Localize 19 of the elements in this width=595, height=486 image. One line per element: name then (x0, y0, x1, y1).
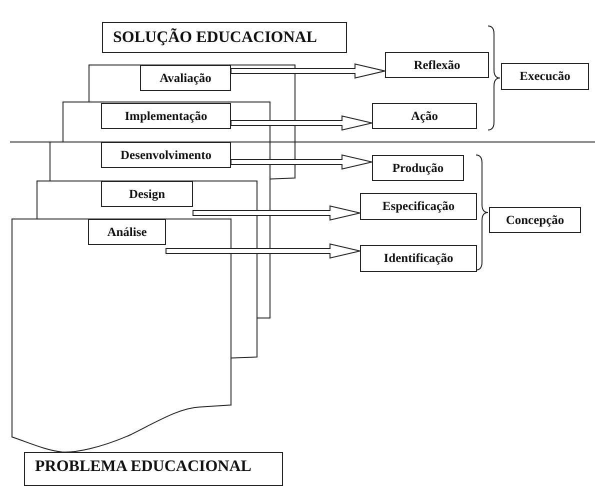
block-arrow (230, 115, 372, 131)
block-arrow (166, 243, 360, 259)
label-box: Desenvolvimento (101, 142, 231, 168)
label-box: Produção (372, 155, 464, 181)
label-box: Especificação (360, 193, 477, 220)
label-box: Design (101, 181, 193, 207)
label-box: Identificação (360, 245, 477, 272)
block-arrow (230, 154, 372, 170)
label-box: Execucão (501, 63, 589, 90)
label-box: Implementação (101, 103, 231, 129)
label-box: SOLUÇÃO EDUCACIONAL (102, 22, 347, 53)
block-arrow (230, 63, 386, 79)
label-box: PROBLEMA EDUCACIONAL (24, 452, 283, 486)
label-box: Concepção (489, 207, 581, 233)
label-box: Reflexão (385, 52, 489, 78)
label-box: Avaliação (140, 65, 231, 91)
label-box: Análise (88, 219, 166, 245)
block-arrow (192, 205, 360, 221)
label-box: Ação (372, 103, 477, 129)
